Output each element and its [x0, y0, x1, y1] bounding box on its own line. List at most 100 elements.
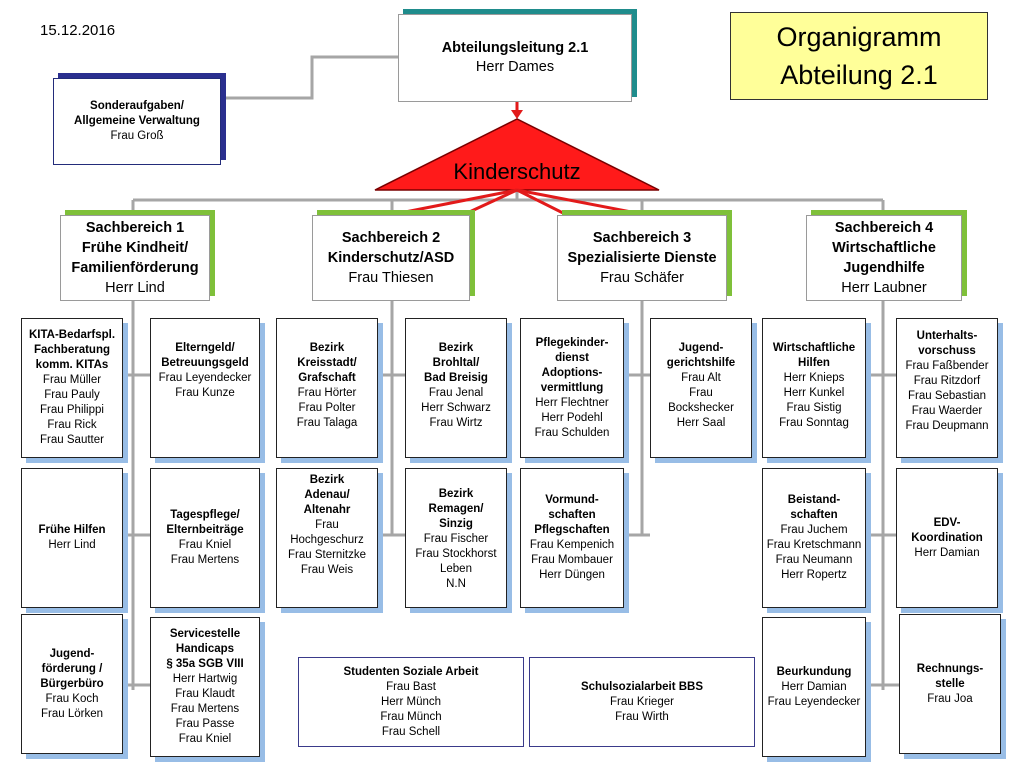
unit-tages-line-2: Elternbeiträge: [166, 524, 244, 536]
unit-pflege-person-1: Herr Flechtner: [535, 396, 609, 409]
unit-adenau-person-2: Hochgeschurz: [290, 534, 364, 546]
unit-remagen-person-2: Frau Stockhorst: [415, 548, 497, 560]
unit-rechnung-person-1: Frau Joa: [927, 692, 973, 705]
unit-schulsozialarbeit: Schulsozialarbeit BBS Frau Krieger Frau …: [529, 657, 755, 747]
unit-wirt-person-3: Frau Sistig: [786, 402, 842, 414]
unit-kita-person-2: Frau Pauly: [44, 389, 100, 401]
unit-jugendf-person-1: Frau Koch: [45, 692, 99, 705]
unit-vormund-line-1: Vormund-: [545, 494, 599, 506]
unit-beurk-person-1: Herr Damian: [781, 680, 847, 693]
unit-servicestelle: Servicestelle Handicaps § 35a SGB VIII H…: [150, 617, 260, 757]
unit-elterngeld-person-1: Frau Leyendecker: [158, 372, 252, 384]
unit-beurkundung: Beurkundung Herr Damian Frau Leyendecker: [762, 617, 866, 757]
unit-wirt-line-1: Wirtschaftliche: [772, 342, 856, 354]
unit-schul-line-1: Schulsozialarbeit BBS: [580, 680, 704, 693]
unit-vormund-person-2: Frau Mombauer: [531, 554, 613, 566]
unit-kita-person-5: Frau Sautter: [40, 434, 104, 446]
unit-adenau-person-1: Frau: [315, 519, 339, 531]
unit-jugendf-line-2: förderung /: [41, 662, 103, 675]
unit-unterhalt-person-5: Frau Deupmann: [905, 420, 989, 432]
unit-adenau-line-3: Altenahr: [303, 504, 351, 516]
unit-elterngeld: Elterngeld/ Betreuungsgeld Frau Leyendec…: [150, 318, 260, 458]
unit-jugendf-line-3: Bürgerbüro: [40, 677, 104, 690]
unit-jgh-line-2: gerichtshilfe: [666, 357, 736, 369]
unit-remagen-person-4: N.N: [446, 578, 466, 590]
head-box: Abteilungsleitung 2.1 Herr Dames: [398, 14, 632, 102]
unit-fruehe-hilfen: Frühe Hilfen Herr Lind: [21, 468, 123, 608]
section-2-name: Frau Thiesen: [348, 270, 434, 286]
unit-rechnung-line-1: Rechnungs-: [916, 662, 984, 675]
unit-beistand-person-3: Frau Neumann: [775, 554, 853, 566]
unit-service-person-5: Frau Kniel: [178, 733, 232, 745]
unit-studenten-person-3: Frau Münch: [380, 710, 442, 723]
section-3-name: Frau Schäfer: [600, 270, 684, 286]
unit-beurk-person-2: Frau Leyendecker: [767, 695, 861, 708]
unit-pflege-person-3: Frau Schulden: [534, 426, 610, 439]
unit-kita-line-3: komm. KITAs: [35, 359, 109, 371]
unit-beistand: Beistand- schaften Frau Juchem Frau Kret…: [762, 468, 866, 608]
unit-vormund-line-3: Pflegschaften: [534, 524, 610, 536]
unit-service-line-2: Handicaps: [175, 643, 235, 655]
unit-jugendfoerderung: Jugend- förderung / Bürgerbüro Frau Koch…: [21, 614, 123, 754]
unit-wirtschaftliche-hilfen: Wirtschaftliche Hilfen Herr Knieps Herr …: [762, 318, 866, 458]
unit-beistand-line-2: schaften: [790, 509, 838, 521]
unit-studenten-person-4: Frau Schell: [381, 725, 441, 738]
unit-wirt-person-4: Frau Sonntag: [779, 417, 849, 429]
unit-adenau: Bezirk Adenau/ Altenahr Frau Hochgeschur…: [276, 468, 378, 608]
unit-remagen-person-3: Leben: [440, 563, 472, 575]
unit-unterhalt: Unterhalts- vorschuss Frau Faßbender Fra…: [896, 318, 998, 458]
unit-elterngeld-line-2: Betreuungsgeld: [161, 357, 249, 369]
unit-adenau-line-1: Bezirk: [309, 474, 345, 486]
unit-kreisstadt-line-3: Grafschaft: [298, 372, 356, 384]
arrow-head: [511, 110, 523, 119]
section-3-box: Sachbereich 3 Spezialisierte Dienste Fra…: [557, 215, 727, 301]
unit-beistand-person-1: Frau Juchem: [780, 524, 848, 536]
triangle-label: Kinderschutz: [453, 159, 581, 184]
unit-kita-person-4: Frau Rick: [47, 419, 97, 431]
unit-studenten-person-2: Herr Münch: [380, 695, 442, 708]
unit-jugendf-line-1: Jugend-: [49, 647, 95, 660]
unit-vormund-person-1: Frau Kempenich: [529, 539, 615, 551]
unit-remagen: Bezirk Remagen/ Sinzig Frau Fischer Frau…: [405, 468, 507, 608]
unit-jgh-line-1: Jugend-: [678, 342, 724, 354]
unit-vormund: Vormund- schaften Pflegschaften Frau Kem…: [520, 468, 624, 608]
unit-edv-line-1: EDV-: [933, 516, 961, 529]
special-line-2: Allgemeine Verwaltung: [74, 115, 200, 127]
unit-unterhalt-person-2: Frau Ritzdorf: [913, 375, 981, 387]
unit-beistand-person-4: Herr Ropertz: [781, 569, 847, 581]
unit-brohltal-person-3: Frau Wirtz: [429, 417, 483, 429]
unit-kita-line-1: KITA-Bedarfspl.: [28, 329, 116, 341]
unit-wirt-person-1: Herr Knieps: [783, 372, 845, 384]
section-3-title: Sachbereich 3: [592, 230, 692, 246]
unit-schul-person-2: Frau Wirth: [615, 710, 669, 723]
section-1-box: Sachbereich 1 Frühe Kindheit/ Familienfö…: [60, 215, 210, 301]
special-line-1: Sonderaufgaben/: [90, 100, 184, 112]
unit-kita: KITA-Bedarfspl. Fachberatung komm. KITAs…: [21, 318, 123, 458]
unit-adenau-person-3: Frau Sternitzke: [288, 549, 366, 561]
unit-service-line-1: Servicestelle: [169, 628, 241, 640]
unit-beurk-line-1: Beurkundung: [776, 665, 852, 678]
unit-vormund-line-2: schaften: [548, 509, 596, 521]
unit-adenau-person-4: Frau Weis: [300, 564, 354, 576]
unit-studenten: Studenten Soziale Arbeit Frau Bast Herr …: [298, 657, 524, 747]
unit-tages-line-1: Tagespflege/: [170, 509, 240, 521]
unit-pflege-person-2: Herr Podehl: [541, 411, 603, 424]
unit-wirt-line-2: Hilfen: [798, 357, 830, 369]
unit-remagen-line-1: Bezirk: [438, 488, 474, 500]
section-2-line-2: Kinderschutz/ASD: [327, 250, 455, 266]
unit-wirt-person-2: Herr Kunkel: [783, 387, 845, 399]
unit-pflege-line-3: Adoptions-: [541, 366, 603, 379]
unit-kreisstadt-person-2: Frau Polter: [298, 402, 356, 414]
section-1-title: Sachbereich 1: [85, 220, 185, 236]
unit-studenten-line-1: Studenten Soziale Arbeit: [343, 665, 479, 678]
unit-unterhalt-line-2: vorschuss: [918, 345, 976, 357]
section-1-line-3: Familienförderung: [71, 260, 199, 276]
head-name: Herr Dames: [475, 59, 555, 75]
unit-schul-person-1: Frau Krieger: [610, 695, 674, 708]
unit-brohltal-line-3: Bad Breisig: [424, 372, 488, 384]
unit-kreisstadt-person-1: Frau Hörter: [297, 387, 357, 399]
section-4-line-2: Wirtschaftliche: [832, 240, 936, 256]
unit-jgh: Jugend- gerichtshilfe Frau Alt Frau Bock…: [650, 318, 752, 458]
title-box: Organigramm Abteilung 2.1: [730, 12, 988, 100]
section-3-line-2: Spezialisierte Dienste: [567, 250, 717, 266]
